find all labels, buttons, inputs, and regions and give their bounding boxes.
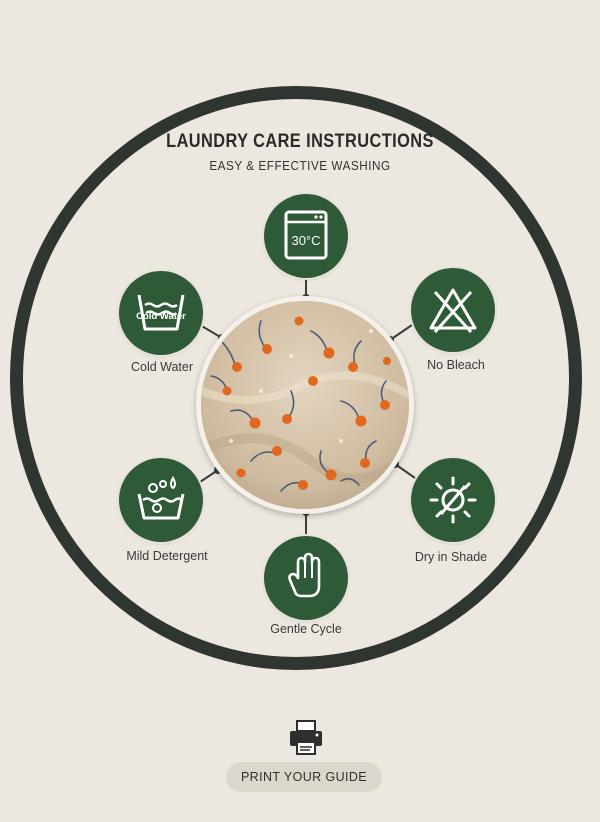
no-bleach-label: No Bleach: [427, 358, 485, 372]
page-subtitle: EASY & EFFECTIVE WASHING: [209, 158, 391, 173]
printer-icon[interactable]: [286, 718, 326, 758]
wash-temperature-node[interactable]: 30°C: [264, 194, 348, 278]
gentle-cycle-node[interactable]: [264, 536, 348, 620]
mild-detergent-label: Mild Detergent: [126, 549, 208, 563]
cold-water-basin-icon: [137, 294, 185, 331]
floral-fabric-pattern: [201, 301, 409, 509]
page-title: LAUNDRY CARE INSTRUCTIONS: [166, 131, 434, 152]
mild-detergent-icon: [137, 475, 185, 520]
cold-water-icon-caption: Cold Water: [136, 311, 186, 322]
washing-machine-30c-icon: 30°C: [284, 210, 328, 260]
dry-in-shade-node[interactable]: [411, 458, 495, 542]
cold-water-node[interactable]: Cold Water: [119, 271, 203, 355]
svg-text:30°C: 30°C: [291, 233, 320, 248]
dry-in-shade-icon: [429, 476, 477, 524]
gentle-cycle-label: Gentle Cycle: [270, 622, 342, 636]
no-bleach-icon: [429, 288, 477, 334]
fabric-swatch-image: [196, 296, 414, 514]
cold-water-label: Cold Water: [130, 360, 194, 374]
dry-in-shade-label: Dry in Shade: [414, 550, 488, 564]
print-guide-button[interactable]: PRINT YOUR GUIDE: [226, 762, 382, 792]
mild-detergent-node[interactable]: [119, 458, 203, 542]
no-bleach-node[interactable]: [411, 268, 495, 352]
gentle-cycle-hand-icon: [288, 552, 321, 598]
